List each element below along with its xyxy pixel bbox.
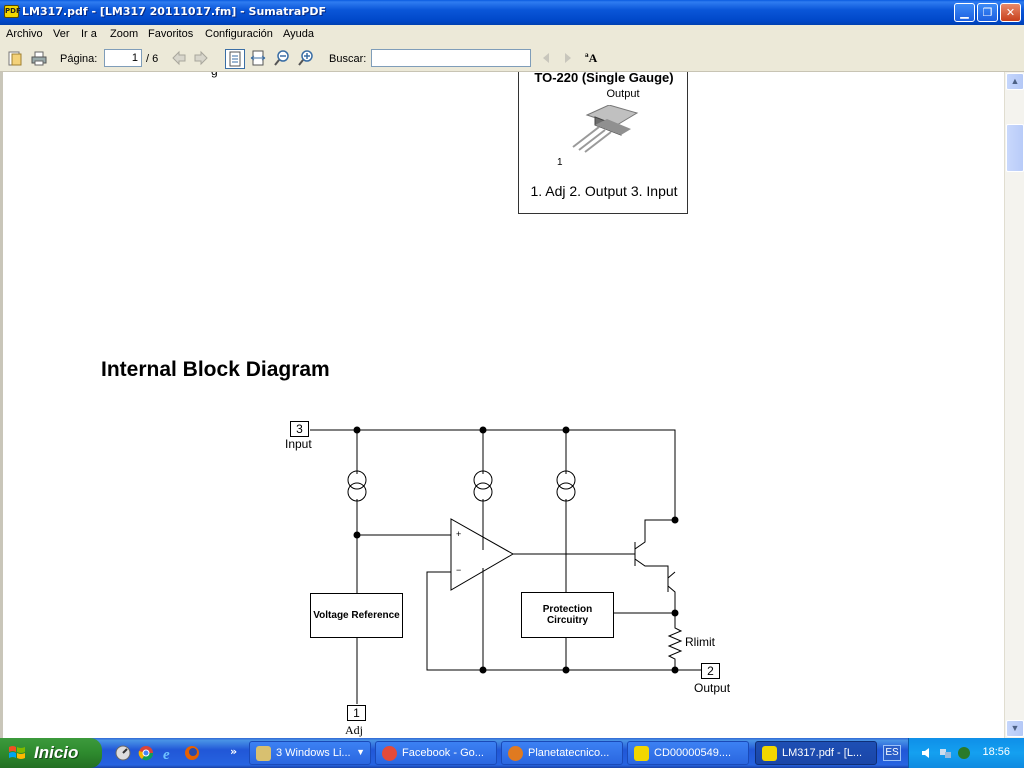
search-input[interactable] [371, 49, 531, 67]
zoom-in-icon[interactable] [298, 50, 314, 66]
output-label: Output [694, 681, 731, 695]
group-arrow-icon: ▼ [356, 747, 365, 757]
taskbar-item[interactable]: Facebook - Go... [375, 741, 497, 765]
opamp-plus-label: + [456, 529, 462, 539]
input-label: Input [285, 437, 312, 451]
svg-text:e: e [163, 747, 170, 761]
start-button[interactable]: Inicio [0, 738, 102, 768]
start-label: Inicio [34, 743, 79, 762]
zoom-out-icon[interactable] [274, 50, 290, 66]
package-box: TO-220 (Single Gauge) Output 1 1. Adj 2.… [518, 72, 688, 214]
menu-configuracion[interactable]: Configuración [205, 28, 273, 40]
window-title: LM317.pdf - [LM317 20111017.fm] - Sumatr… [22, 5, 326, 18]
taskbar-item-active[interactable]: LM317.pdf - [L... [755, 741, 877, 765]
internet-explorer-icon[interactable]: e [161, 745, 177, 761]
section-title: Internal Block Diagram [101, 358, 330, 381]
minimize-button[interactable]: ▁ [954, 3, 975, 22]
toolbar: Página: / 6 Buscar: ªA [0, 45, 1024, 72]
pdf-icon [762, 746, 777, 761]
restore-button[interactable]: ❐ [977, 3, 998, 22]
page-number-input[interactable] [104, 49, 142, 67]
menu-archivo[interactable]: Archivo [6, 28, 43, 40]
menu-bar: Archivo Ver Ir a Zoom Favoritos Configur… [0, 25, 1024, 45]
package-output-label: Output [606, 88, 640, 100]
vertical-scrollbar[interactable]: ▲ ▼ [1004, 72, 1024, 738]
find-previous-icon[interactable] [538, 50, 554, 66]
speaker-icon[interactable] [921, 746, 935, 760]
voltage-reference-block: Voltage Reference [310, 593, 403, 638]
to220-package-image [572, 105, 639, 153]
menu-favoritos[interactable]: Favoritos [148, 28, 194, 40]
network-icon[interactable] [939, 746, 953, 760]
chrome-quicklaunch-icon[interactable] [138, 745, 154, 761]
firefox-quicklaunch-icon[interactable] [184, 745, 200, 761]
menu-ver[interactable]: Ver [53, 28, 70, 40]
print-icon[interactable] [31, 50, 47, 66]
language-indicator[interactable]: ES [883, 745, 901, 761]
tray-app-icon[interactable] [957, 746, 971, 760]
block-diagram [310, 426, 701, 704]
page-total: / 6 [146, 53, 159, 65]
taskbar-item[interactable]: 3 Windows Li... ▼ [249, 741, 371, 765]
pin2-box: 2 [701, 663, 720, 679]
package-pin1-label: 1 [557, 157, 563, 168]
find-next-icon[interactable] [560, 50, 576, 66]
pdf-icon [634, 746, 649, 761]
scroll-down-button[interactable]: ▼ [1006, 720, 1024, 737]
show-desktop-icon[interactable] [115, 745, 131, 761]
adj-label: Adj [345, 723, 363, 737]
menu-ir-a[interactable]: Ir a [81, 28, 97, 40]
taskbar: Inicio e » 3 Windows Li... ▼ Facebook - … [0, 738, 1024, 768]
rlimit-label: Rlimit [685, 635, 715, 649]
fit-width-icon[interactable] [250, 50, 266, 66]
package-pin-list: 1. Adj 2. Output 3. Input [530, 183, 678, 199]
next-page-icon[interactable] [193, 50, 209, 66]
folder-group-icon [256, 746, 271, 761]
search-label: Buscar: [329, 53, 367, 65]
chrome-icon [382, 746, 397, 761]
pin1-box: 1 [347, 705, 366, 721]
page-label: Página: [60, 53, 98, 65]
scroll-thumb[interactable] [1006, 124, 1024, 172]
opamp-minus-label: − [456, 565, 462, 575]
windows-logo-icon [9, 746, 25, 759]
open-folder-icon[interactable] [7, 50, 23, 66]
app-icon: PDF [4, 5, 21, 18]
system-tray: ES 18:56 [883, 738, 1024, 768]
menu-zoom[interactable]: Zoom [110, 28, 139, 40]
firefox-icon [508, 746, 523, 761]
document-view[interactable]: g TO-220 (Single Gauge) Output 1 1. Adj … [0, 72, 1004, 738]
page-text-fragment: g [211, 72, 218, 78]
title-bar: PDF LM317.pdf - [LM317 20111017.fm] - Su… [0, 0, 1024, 25]
fit-page-icon[interactable] [225, 49, 245, 69]
match-case-icon[interactable]: ªA [585, 51, 598, 65]
taskbar-item[interactable]: CD00000549.... [627, 741, 749, 765]
package-title: TO-220 (Single Gauge) [534, 72, 674, 85]
pin3-box: 3 [290, 421, 309, 437]
menu-ayuda[interactable]: Ayuda [283, 28, 314, 40]
taskbar-item[interactable]: Planetatecnico... [501, 741, 623, 765]
quicklaunch-overflow-icon[interactable]: » [230, 745, 238, 758]
close-button[interactable]: ✕ [1000, 3, 1021, 22]
scroll-up-button[interactable]: ▲ [1006, 73, 1024, 90]
protection-circuitry-block: Protection Circuitry [521, 592, 614, 638]
previous-page-icon[interactable] [171, 50, 187, 66]
clock: 18:56 [982, 746, 1010, 758]
